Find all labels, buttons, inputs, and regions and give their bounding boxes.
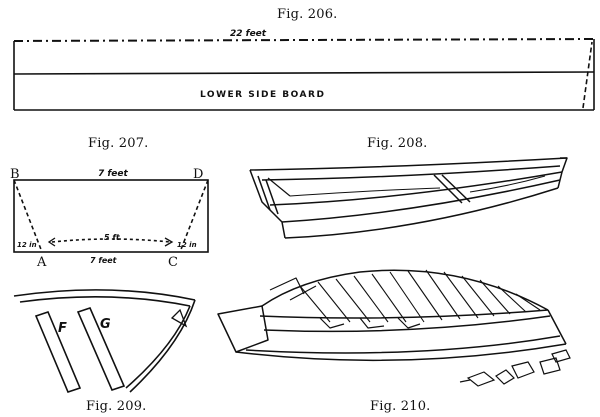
fig-207-bottom-label: 7 feet bbox=[90, 256, 118, 265]
boat-upper-side-top bbox=[269, 171, 563, 206]
fig-207-left-inset: 12 in bbox=[17, 241, 37, 249]
loose-piece-4 bbox=[539, 357, 561, 375]
fig-209-bow-detail bbox=[13, 289, 196, 393]
plan-middle-dashed-arrow bbox=[51, 238, 171, 243]
fig-208-boat bbox=[249, 157, 568, 239]
fig-207-corner-a: A bbox=[36, 255, 47, 270]
hull-lower-edge bbox=[235, 343, 567, 362]
bow-inner-curve bbox=[19, 296, 191, 307]
fig-209-label-g: G bbox=[100, 317, 111, 332]
fig-209-label-f: F bbox=[58, 321, 67, 336]
boat-gunwale bbox=[249, 157, 568, 171]
boat-thwart bbox=[433, 174, 471, 204]
bow-stem-triangle bbox=[170, 308, 188, 328]
loose-piece-2 bbox=[495, 369, 515, 385]
fig-207-corner-d: D bbox=[193, 167, 203, 182]
fig-207-right-inset: 12 in bbox=[177, 241, 197, 249]
hull-outline-top bbox=[261, 269, 549, 311]
boat-upper-side-bottom bbox=[281, 179, 561, 223]
boat-stern-transom bbox=[249, 169, 286, 239]
loose-piece-5 bbox=[551, 349, 571, 363]
board-middle-line bbox=[13, 71, 595, 75]
fig-206-lower-side-board bbox=[13, 38, 595, 111]
fig-206-board-label: LOWER SIDE BOARD bbox=[200, 90, 325, 100]
caption-fig-207: Fig. 207. bbox=[88, 136, 149, 151]
hull-side-mid bbox=[263, 315, 551, 333]
loose-piece-3 bbox=[511, 361, 535, 379]
caption-fig-209: Fig. 209. bbox=[86, 399, 147, 414]
fig-207-corner-c: C bbox=[168, 255, 178, 270]
boat-inner-rim bbox=[261, 165, 561, 181]
fig-210-loose-pieces bbox=[459, 349, 571, 387]
plan-left-dashed-diagonal bbox=[13, 179, 43, 253]
plank-f bbox=[34, 311, 82, 393]
bow-side-line bbox=[129, 299, 196, 393]
hull-stern bbox=[217, 305, 269, 353]
fig-210-hull-bottom bbox=[217, 269, 567, 362]
board-top-dashed-edge bbox=[13, 38, 595, 42]
bow-inner-side bbox=[125, 305, 191, 389]
board-cut-line bbox=[582, 41, 593, 109]
boat-stern-board bbox=[257, 175, 279, 215]
fig-207-corner-b: B bbox=[10, 167, 20, 182]
boat-stern-seat bbox=[267, 177, 291, 197]
plan-arrowhead-left bbox=[47, 237, 56, 247]
bow-outer-curve bbox=[13, 289, 196, 301]
bottom-planks-hatch bbox=[299, 269, 541, 323]
caption-fig-210: Fig. 210. bbox=[370, 399, 431, 414]
plank-g bbox=[76, 307, 126, 391]
caption-fig-208: Fig. 208. bbox=[367, 136, 428, 151]
hull-gunwale-line bbox=[259, 309, 549, 319]
loose-piece-6 bbox=[459, 379, 471, 383]
plan-rectangle bbox=[13, 179, 209, 253]
fig-206-length-label: 22 feet bbox=[230, 29, 267, 39]
fig-207-top-label: 7 feet bbox=[98, 169, 129, 179]
boat-interior-line bbox=[289, 175, 546, 197]
loose-piece-1 bbox=[466, 371, 496, 387]
fig-207-middle-label: 5 ft bbox=[104, 233, 121, 242]
caption-fig-206: Fig. 206. bbox=[277, 7, 338, 22]
plan-arrowhead-right bbox=[164, 237, 174, 247]
boat-bow-post bbox=[557, 157, 568, 189]
plank-ends bbox=[269, 277, 421, 329]
plan-right-dashed-diagonal bbox=[179, 179, 209, 253]
boat-lower-side-bottom bbox=[284, 187, 559, 239]
fig-207-plan bbox=[13, 179, 209, 253]
hull-bow bbox=[547, 309, 567, 345]
hull-side-bottom bbox=[245, 335, 561, 354]
